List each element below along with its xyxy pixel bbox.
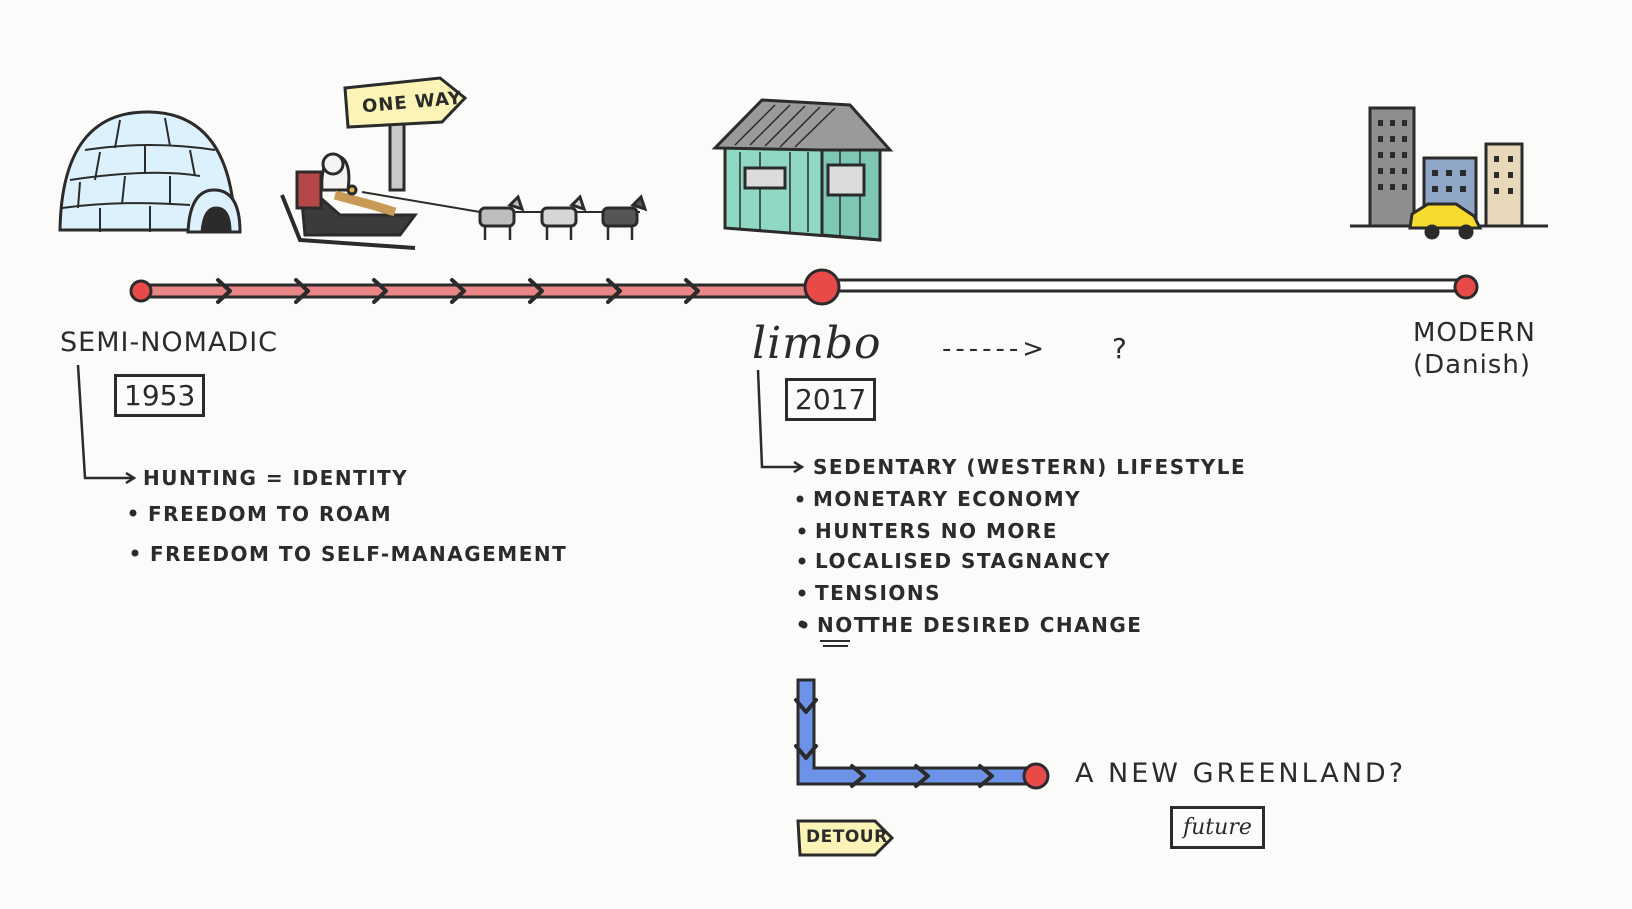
house-icon	[711, 98, 894, 242]
new-greenland-label: A NEW GREENLAND?	[1075, 758, 1407, 789]
point-1953-item: FREEDOM TO SELF-MANAGEMENT	[150, 542, 568, 566]
bracket-1953	[76, 364, 137, 485]
stage-label-modern: MODERN	[1413, 318, 1536, 348]
stage-label-danish: (Danish)	[1413, 350, 1531, 380]
point-2017-item: MONETARY ECONOMY	[813, 487, 1082, 511]
igloo-icon	[58, 110, 242, 234]
point-1953-first: HUNTING = IDENTITY	[143, 466, 409, 490]
node-new-greenland	[1022, 762, 1050, 790]
point-2017-not: NOT	[817, 613, 869, 637]
year-box-2017: 2017	[785, 378, 877, 421]
limbo-question-mark: ?	[1112, 332, 1128, 365]
main-timeline	[129, 268, 1479, 306]
detour-sign-text: DETOUR	[806, 827, 888, 847]
limbo-trail-arrow: ------>	[942, 334, 1049, 364]
bullet-dot-last	[800, 621, 808, 629]
bracket-2017	[756, 369, 805, 474]
point-2017-desired-change: THE DESIRED CHANGE	[866, 613, 1143, 637]
node-modern	[1453, 274, 1479, 300]
detour-sign-icon	[796, 819, 895, 857]
year-box-1953: 1953	[114, 374, 206, 417]
point-2017-item: LOCALISED STAGNANCY	[815, 549, 1112, 573]
city-icon	[1350, 106, 1548, 240]
node-1953	[129, 279, 153, 303]
dog-sled-icon	[280, 152, 648, 250]
node-2017	[803, 268, 841, 306]
point-2017-item: TENSIONS	[815, 581, 942, 605]
stage-label-semi-nomadic: SEMI-NOMADIC	[60, 327, 279, 358]
bullet-dots	[129, 495, 806, 628]
point-1953-item: FREEDOM TO ROAM	[148, 502, 393, 526]
point-2017-item: HUNTERS NO MORE	[815, 519, 1058, 543]
stage-label-limbo: limbo	[752, 318, 882, 369]
detour-path	[794, 678, 1050, 790]
point-2017-first: SEDENTARY (WESTERN) LIFESTYLE	[813, 455, 1247, 479]
not-underline	[820, 640, 850, 647]
one-way-sign-icon	[343, 76, 468, 192]
future-tag: future	[1170, 806, 1265, 849]
